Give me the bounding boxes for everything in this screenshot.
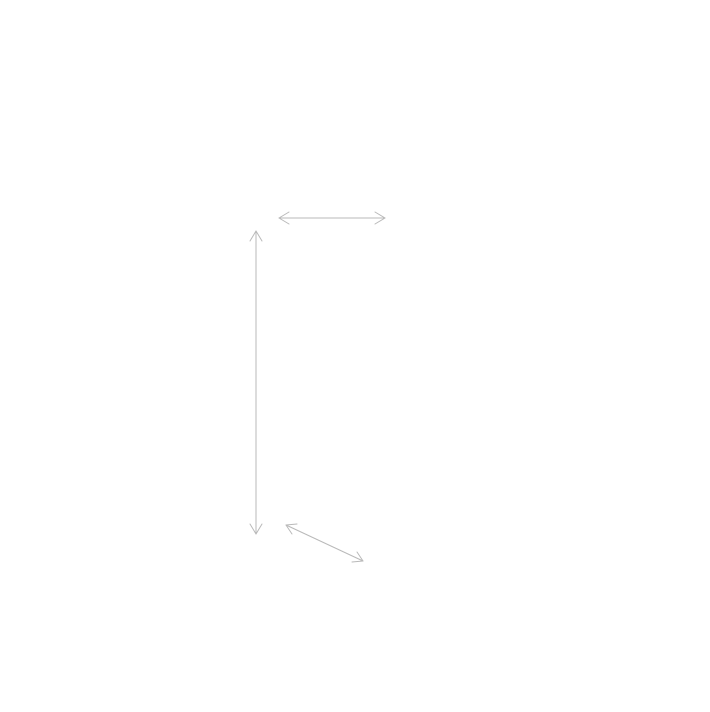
diagonal-arrow-upper-head xyxy=(285,523,298,535)
diagonal-arrow-shaft xyxy=(285,524,364,562)
horizontal-arrow-right-head xyxy=(374,211,386,225)
diagonal-arrow-lower-head xyxy=(351,551,364,563)
horizontal-double-arrow-icon xyxy=(278,211,386,225)
vertical-arrow-top-head xyxy=(249,230,263,242)
vertical-arrow-bottom-head xyxy=(249,523,263,535)
vertical-double-arrow-icon xyxy=(249,230,263,535)
horizontal-arrow-left-head xyxy=(278,211,290,225)
diagonal-double-arrow-icon xyxy=(285,523,364,563)
